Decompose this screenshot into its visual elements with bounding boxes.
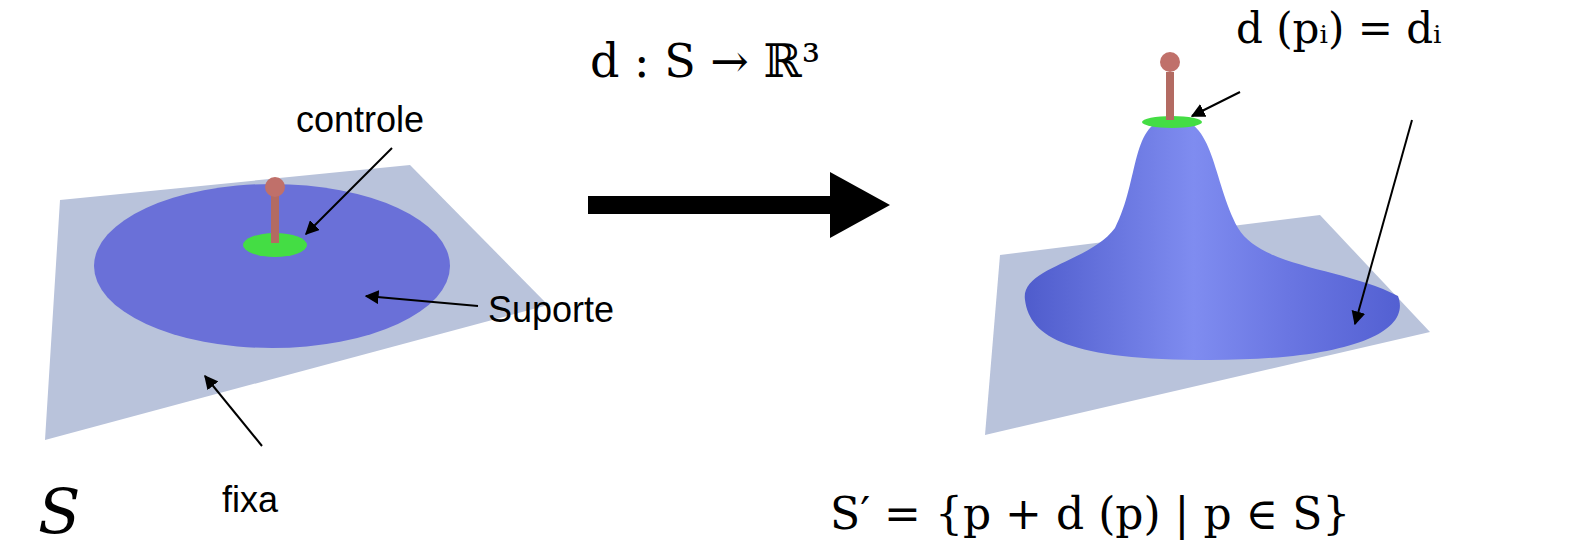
set-formula: S′ = {p + d (p) | p ∈ S} [830,490,1350,538]
map-arrow [588,196,835,214]
handle-ball [1160,52,1180,72]
leader-line [1355,120,1412,324]
set-symbol: S [38,478,80,546]
fixed-plane [45,165,548,440]
leader-line [366,296,478,306]
deformed-bump [1025,118,1400,360]
leader-line [306,148,392,234]
leader-line [205,376,262,446]
handle-stick [1166,72,1174,120]
part-label: fixa [222,480,278,520]
handle-stick [271,195,279,243]
map-formula: d : S → ℝ³ [590,36,820,87]
support-region [94,184,450,348]
part-label: Suporte [488,290,614,330]
part-label: controle [296,100,424,140]
leader-line [1192,92,1240,116]
map-arrowhead [830,172,890,238]
constraint-formula: d (pᵢ) = dᵢ [1236,6,1442,52]
handle-ball [265,177,285,197]
